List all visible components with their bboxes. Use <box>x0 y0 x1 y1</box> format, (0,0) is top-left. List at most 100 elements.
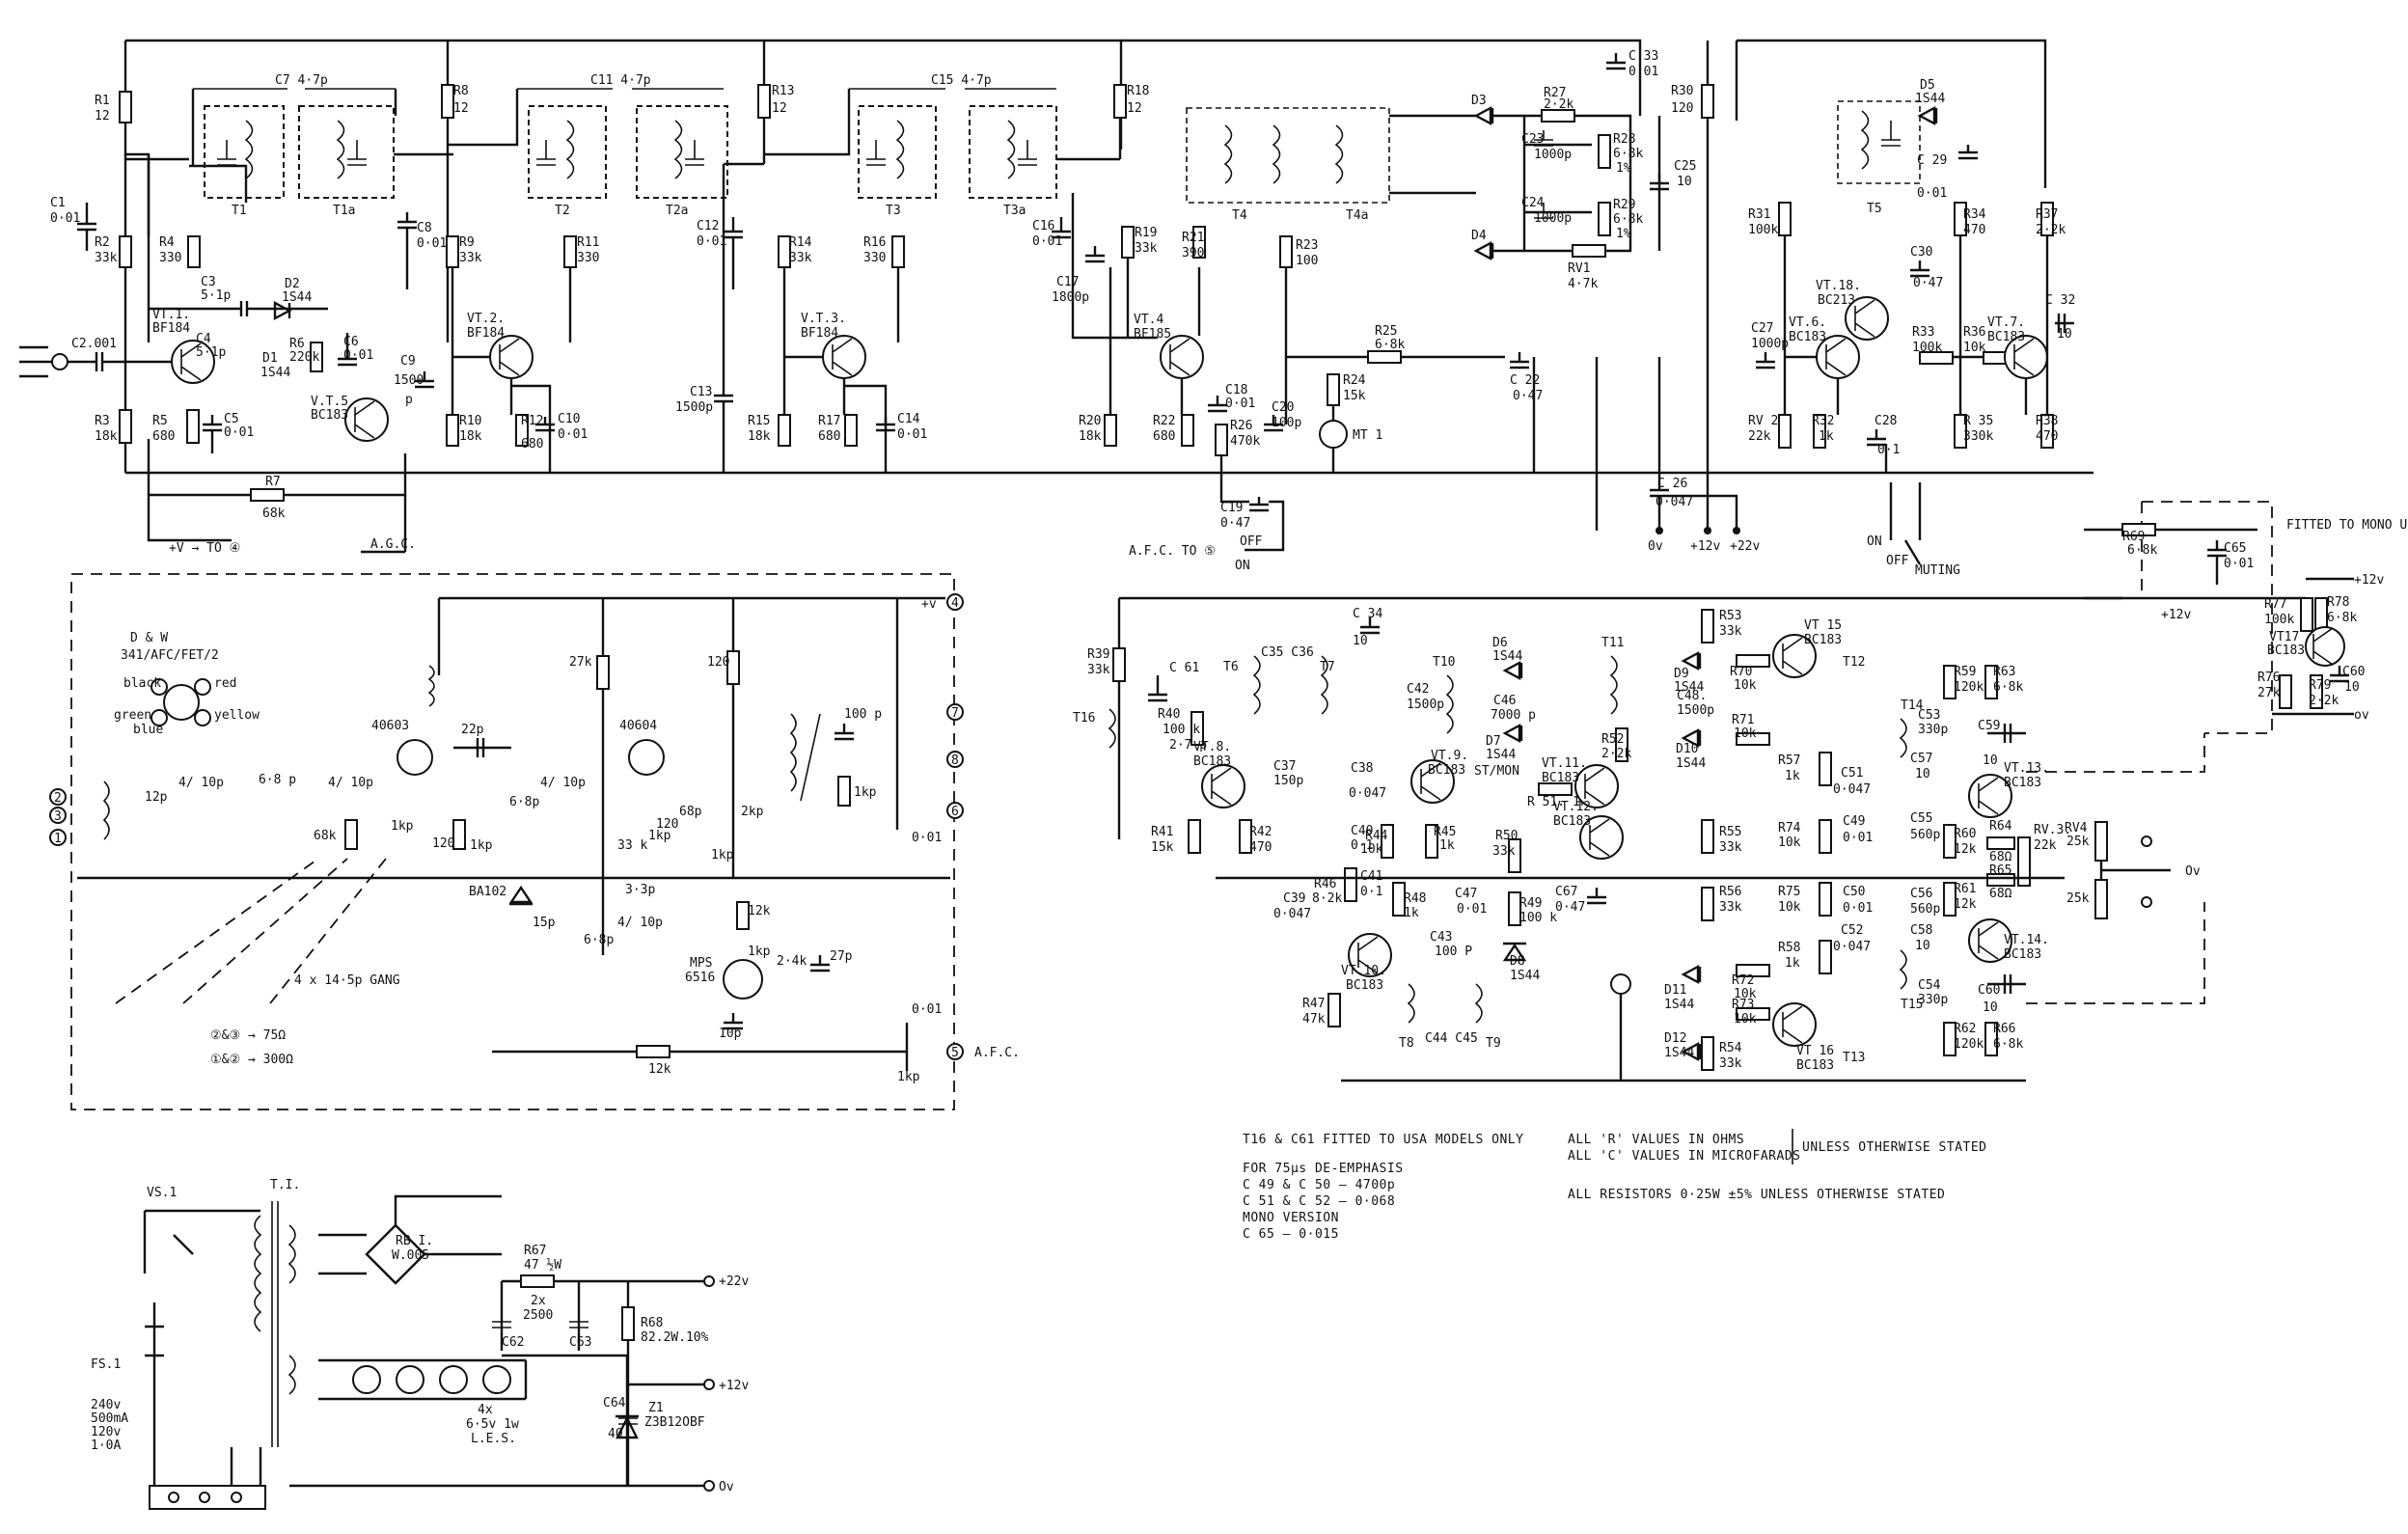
svg-text:100 P: 100 P <box>1435 945 1472 959</box>
svg-text:68Ω: 68Ω <box>1989 887 2012 901</box>
svg-text:40603: 40603 <box>371 719 409 733</box>
svg-text:6·5v 1w: 6·5v 1w <box>466 1417 519 1432</box>
svg-text:0·01: 0·01 <box>2224 557 2254 571</box>
svg-text:VT.2.: VT.2. <box>467 312 505 326</box>
svg-text:ALL 'R' VALUES IN OHMS: ALL 'R' VALUES IN OHMS <box>1568 1133 1744 1147</box>
svg-text:C13: C13 <box>690 385 712 399</box>
svg-text:1k: 1k <box>1819 429 1834 444</box>
svg-text:8·2k: 8·2k <box>1312 891 1342 906</box>
connector-pins: 2 3 1 4 7 8 6 5 +v <box>49 593 964 1060</box>
svg-text:33k: 33k <box>1087 663 1110 677</box>
svg-text:MUTING: MUTING <box>1915 563 1960 578</box>
svg-text:R75: R75 <box>1778 885 1800 899</box>
svg-text:1·0A: 1·0A <box>91 1438 121 1453</box>
svg-text:68k: 68k <box>262 507 286 521</box>
svg-text:3: 3 <box>54 809 62 824</box>
svg-text:22k: 22k <box>1748 429 1771 444</box>
svg-text:T3: T3 <box>886 204 901 218</box>
svg-text:15k: 15k <box>1151 840 1174 855</box>
svg-text:BC183: BC183 <box>1804 633 1842 647</box>
svg-text:RV4: RV4 <box>2065 821 2088 835</box>
svg-text:C28: C28 <box>1874 414 1897 428</box>
svg-text:1500p: 1500p <box>675 400 713 415</box>
svg-text:0·047: 0·047 <box>1833 782 1871 797</box>
svg-text:C43: C43 <box>1430 930 1452 945</box>
svg-text:BF184: BF184 <box>152 321 190 336</box>
svg-text:D9: D9 <box>1674 667 1689 681</box>
svg-text:ALL RESISTORS 0·25W ±5% UNLESS: ALL RESISTORS 0·25W ±5% UNLESS OTHERWISE… <box>1568 1188 1945 1202</box>
svg-text:22k: 22k <box>2034 838 2057 853</box>
svg-text:0·01: 0·01 <box>224 425 254 440</box>
svg-text:2·2k: 2·2k <box>2309 694 2339 708</box>
svg-text:BC213: BC213 <box>1818 293 1855 308</box>
svg-text:BC183: BC183 <box>1987 330 2025 344</box>
svg-text:8: 8 <box>951 753 959 768</box>
svg-text:C58: C58 <box>1910 923 1932 938</box>
svg-text:0·01: 0·01 <box>50 211 80 226</box>
svg-text:+22v: +22v <box>1730 539 1760 554</box>
svg-text:330: 330 <box>159 251 181 265</box>
ground-rail <box>123 439 2093 475</box>
svg-text:470k: 470k <box>1230 434 1260 449</box>
svg-text:1k: 1k <box>1404 906 1419 920</box>
svg-text:D7: D7 <box>1486 734 1501 749</box>
svg-text:500mA: 500mA <box>91 1411 128 1426</box>
svg-text:6·8k: 6·8k <box>1375 338 1405 352</box>
svg-text:R45: R45 <box>1434 825 1456 839</box>
svg-text:ALL 'C' VALUES IN MICROFARADS: ALL 'C' VALUES IN MICROFARADS <box>1568 1149 1800 1164</box>
svg-text:VT.9.: VT.9. <box>1431 749 1468 763</box>
svg-text:1500p: 1500p <box>1677 703 1714 718</box>
svg-text:R53: R53 <box>1719 609 1741 623</box>
svg-text:BF184: BF184 <box>801 326 838 341</box>
svg-text:+v: +v <box>921 597 937 612</box>
svg-text:120v: 120v <box>91 1425 121 1439</box>
svg-text:C 51 & C 52 — 0·068: C 51 & C 52 — 0·068 <box>1243 1194 1395 1209</box>
svg-text:R76: R76 <box>2258 671 2280 685</box>
svg-text:C60: C60 <box>2342 665 2365 679</box>
svg-text:BC183: BC183 <box>1542 771 1579 785</box>
svg-text:C44 C45: C44 C45 <box>1425 1031 1478 1046</box>
svg-text:R39: R39 <box>1087 647 1109 662</box>
svg-text:6·8 p: 6·8 p <box>259 773 296 787</box>
svg-text:1S44: 1S44 <box>1664 1046 1694 1060</box>
svg-text:R54: R54 <box>1719 1041 1742 1055</box>
svg-text:1500p: 1500p <box>1407 698 1444 712</box>
svg-text:10k: 10k <box>1360 842 1383 857</box>
svg-text:2·2k: 2·2k <box>2036 223 2066 237</box>
svg-text:R50: R50 <box>1495 829 1518 843</box>
svg-text:D10: D10 <box>1676 742 1698 756</box>
svg-text:C12: C12 <box>697 219 719 233</box>
svg-text:7000 p: 7000 p <box>1491 708 1536 723</box>
svg-text:1S44: 1S44 <box>282 290 312 305</box>
svg-text:C50: C50 <box>1843 885 1865 899</box>
svg-text:R25: R25 <box>1375 324 1397 339</box>
svg-text:R24: R24 <box>1343 373 1366 388</box>
svg-text:0·01: 0·01 <box>897 427 927 442</box>
svg-text:C 32: C 32 <box>2045 293 2075 308</box>
svg-text:C 65 — 0·015: C 65 — 0·015 <box>1243 1227 1339 1242</box>
svg-text:C10: C10 <box>558 412 580 426</box>
svg-text:C16: C16 <box>1032 219 1054 233</box>
svg-text:1kp: 1kp <box>391 819 414 834</box>
svg-text:1000p: 1000p <box>1534 211 1572 226</box>
svg-text:BA102: BA102 <box>469 885 506 899</box>
svg-text:C55: C55 <box>1910 811 1932 826</box>
svg-text:R52: R52 <box>1601 732 1624 747</box>
svg-text:0·01: 0·01 <box>1628 65 1658 79</box>
svg-text:C41: C41 <box>1360 869 1382 884</box>
svg-text:R58: R58 <box>1778 941 1800 955</box>
svg-text:ov: ov <box>2354 708 2369 723</box>
svg-text:1k: 1k <box>1785 956 1800 971</box>
svg-text:1S44: 1S44 <box>1664 998 1694 1012</box>
svg-text:25k: 25k <box>2066 835 2090 849</box>
svg-text:2kp: 2kp <box>741 805 764 819</box>
svg-text:R67: R67 <box>524 1244 546 1258</box>
svg-text:T2a: T2a <box>666 204 688 218</box>
svg-text:R17: R17 <box>818 414 840 428</box>
svg-text:10k: 10k <box>1734 1012 1757 1027</box>
svg-text:Z1: Z1 <box>648 1401 664 1415</box>
svg-text:R5: R5 <box>152 414 168 428</box>
svg-text:0·01: 0·01 <box>558 427 588 442</box>
svg-text:33 k: 33 k <box>617 838 647 853</box>
svg-text:C17: C17 <box>1056 275 1079 289</box>
